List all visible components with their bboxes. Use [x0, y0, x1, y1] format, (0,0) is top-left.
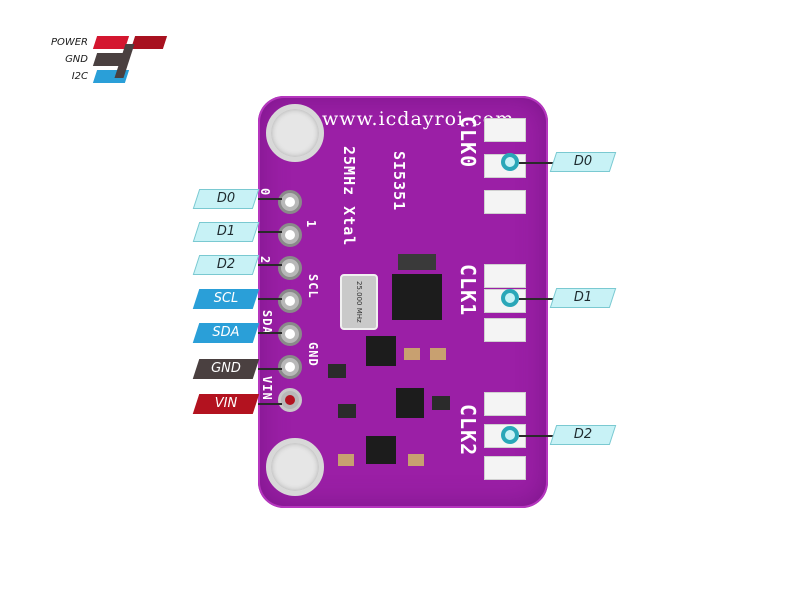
silk-scl: SCL — [306, 274, 320, 299]
legend: POWER GND I2C — [0, 30, 190, 90]
silk-pin-0: 0 — [258, 188, 272, 197]
pin-hole — [285, 230, 295, 240]
capacitor — [430, 348, 446, 360]
header-pin-sda — [278, 322, 302, 346]
wire-gnd — [258, 368, 282, 370]
header-pin-d2 — [278, 256, 302, 280]
tag-clk0-label: D0 — [573, 154, 593, 169]
wire-clk1 — [519, 298, 555, 300]
silk-pin-2: 2 — [258, 256, 272, 265]
capacitor — [398, 254, 436, 270]
clk1-label: CLK1 — [456, 264, 480, 317]
tag-clk1-label: D1 — [573, 290, 593, 305]
silk-vin: VIN — [260, 376, 274, 401]
clk1-output-pin — [501, 289, 519, 307]
clk2-output-pin — [501, 426, 519, 444]
clk1-pad — [484, 318, 526, 342]
header-pin-scl — [278, 289, 302, 313]
legend-label: I2C — [71, 71, 88, 82]
tag-d1-label: D1 — [216, 224, 236, 239]
resistor — [432, 396, 450, 410]
tag-clk2-label: D2 — [573, 427, 593, 442]
header-pin-gnd — [278, 355, 302, 379]
silk-pin-1: 1 — [304, 220, 318, 229]
clk2-pad — [484, 456, 526, 480]
tag-d0-label: D0 — [216, 191, 236, 206]
wire-scl — [258, 298, 282, 300]
mounting-hole — [266, 438, 324, 496]
wire-vin — [258, 403, 282, 405]
pin-hole — [285, 263, 295, 273]
capacitor — [404, 348, 420, 360]
clk0-pad — [484, 190, 526, 214]
header-pin-vin — [278, 388, 302, 412]
legend-gnd: GND — [0, 52, 190, 68]
legend-power: POWER — [0, 35, 190, 51]
header-pin-d1 — [278, 223, 302, 247]
wire-clk2 — [519, 435, 555, 437]
mounting-hole — [266, 104, 324, 162]
tag-scl-label: SCL — [213, 291, 239, 306]
capacitor — [338, 454, 354, 466]
capacitor — [408, 454, 424, 466]
si5351-chip — [392, 274, 442, 320]
pin-hole — [285, 197, 295, 207]
regulator-chip — [366, 436, 396, 464]
pin-hole — [285, 296, 295, 306]
tag-gnd-label: GND — [211, 361, 241, 376]
clk0-output-pin — [501, 153, 519, 171]
wire-d0 — [258, 198, 282, 200]
regulator-chip — [396, 388, 424, 418]
legend-swatch — [130, 36, 168, 49]
watermark: www.icdayroi.com — [322, 108, 515, 130]
clk0-label: CLK0 — [456, 116, 480, 169]
legend-i2c: I2C — [0, 69, 190, 85]
wire-clk0 — [519, 162, 555, 164]
header-pin-d0 — [278, 190, 302, 214]
clk1-pad — [484, 264, 526, 288]
clk2-label: CLK2 — [456, 404, 480, 457]
pin-hole — [285, 329, 295, 339]
wire-d2 — [258, 264, 282, 266]
legend-label: POWER — [50, 37, 88, 48]
silk-gnd: GND — [306, 342, 320, 367]
wire-sda — [258, 332, 282, 334]
regulator-chip — [366, 336, 396, 366]
silk-sda: SDA — [260, 310, 274, 335]
tag-sda-label: SDA — [212, 325, 240, 340]
pin-hole — [285, 395, 295, 405]
crystal-marking: 25.000 MHz — [355, 281, 363, 323]
tag-d2-label: D2 — [216, 257, 236, 272]
tag-vin-label: VIN — [214, 396, 238, 411]
chip-name: SI5351 — [390, 151, 408, 212]
pin-hole — [285, 362, 295, 372]
crystal-label: 25MHz Xtal — [340, 146, 358, 247]
crystal-oscillator: 25.000 MHz — [340, 274, 378, 330]
si5351-board: www.icdayroi.com SI5351 25MHz Xtal 0 1 2… — [258, 96, 548, 508]
clk0-pad — [484, 118, 526, 142]
legend-label: GND — [65, 54, 88, 65]
resistor — [328, 364, 346, 378]
resistor — [338, 404, 356, 418]
clk2-pad — [484, 392, 526, 416]
wire-d1 — [258, 231, 282, 233]
